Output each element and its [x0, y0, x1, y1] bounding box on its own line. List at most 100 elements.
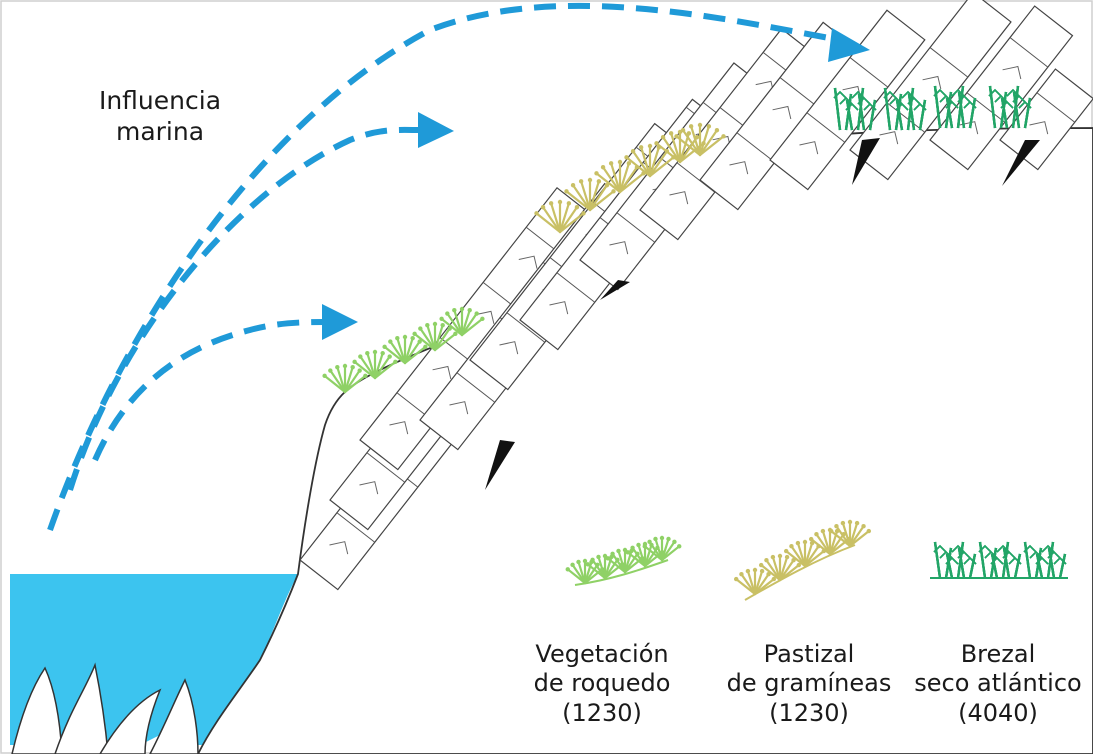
plant-stem: [366, 352, 377, 380]
legend-rock-tuft: [625, 541, 665, 568]
heath-stem: [968, 97, 977, 129]
plant-stem: [698, 135, 725, 157]
plant-stem: [753, 573, 770, 596]
heath-stem: [918, 99, 927, 131]
plant-tip: [425, 322, 430, 328]
heath-leaf: [1035, 556, 1049, 565]
plant-tip: [834, 523, 839, 529]
heath-leaf: [1029, 550, 1043, 559]
heath-stem: [957, 91, 966, 129]
plant-tip: [453, 331, 458, 337]
heath-stem: [895, 99, 904, 131]
plant-tip: [382, 344, 387, 350]
plant-stem: [353, 360, 377, 380]
plant-stem: [343, 366, 354, 394]
plant-stem: [426, 324, 437, 352]
plant-tip: [610, 551, 615, 557]
grassland-icon: [734, 519, 871, 601]
heath-shrub: [883, 87, 927, 131]
heath-leaf: [978, 544, 992, 553]
slab-joint: [1009, 37, 1049, 68]
plant-tip: [565, 567, 570, 572]
plant-stem: [690, 125, 702, 157]
heath-leaf: [889, 96, 903, 105]
title-line2: marina: [115, 116, 205, 146]
legend-rock-tuft: [642, 535, 682, 562]
plant-tip: [467, 307, 472, 313]
plant-stem: [453, 309, 464, 337]
plant-stem: [848, 529, 870, 548]
plant-stem: [580, 180, 592, 212]
title-line1: Influencia: [98, 86, 222, 115]
plant-stem: [625, 156, 652, 178]
plant-tip: [616, 548, 621, 554]
heath-stem: [988, 85, 997, 129]
rock-vegetation-tuft: [322, 363, 368, 394]
plant-stem: [670, 132, 682, 164]
slab-mark: [389, 421, 409, 435]
plant-stem: [848, 525, 865, 548]
plant-stem: [660, 545, 681, 562]
plant-tip: [581, 211, 586, 216]
plant-stem: [588, 184, 609, 212]
plant-tip: [440, 322, 445, 328]
legend-heath-shrub: [978, 541, 1022, 579]
heath-shrub: [933, 85, 977, 129]
arrow-head-icon: [418, 112, 454, 148]
plant-stem: [336, 366, 347, 394]
plant-tip: [418, 326, 423, 331]
slab-mark: [669, 191, 689, 205]
plant-tip: [630, 545, 635, 551]
legend-code: (1230): [769, 698, 849, 727]
plant-stem: [460, 309, 471, 337]
marine-influence-label: Influencia marina: [70, 86, 250, 147]
plant-tip: [432, 321, 438, 327]
heath-leaf: [1023, 544, 1037, 553]
plant-stem: [828, 533, 845, 556]
heath-stem: [933, 85, 942, 129]
slab-joint: [366, 452, 406, 483]
plant-stem: [588, 190, 615, 212]
heath-leaf: [913, 102, 927, 111]
plant-stem: [815, 533, 832, 556]
plant-tip: [608, 161, 614, 166]
plant-stem: [810, 537, 832, 556]
heath-leaf: [990, 556, 1004, 565]
heath-stem: [945, 553, 954, 579]
legend-rock-tuft: [565, 558, 605, 585]
slab-joint: [966, 92, 1006, 123]
plant-tip: [630, 149, 636, 154]
plant-stem: [618, 172, 645, 194]
legend-line1: Brezal: [960, 640, 1036, 668]
plant-tip: [566, 201, 572, 206]
plant-tip: [365, 350, 370, 356]
slab-joint: [336, 512, 376, 543]
plant-tip: [647, 143, 653, 149]
heath-leaf: [945, 556, 959, 565]
arrow-path-low: [92, 319, 326, 462]
plant-stem: [433, 324, 444, 352]
rock-vegetation-on-cliff: [322, 306, 485, 394]
legend-grassland: Pastizal de gramíneas (1230): [714, 640, 904, 728]
plant-stem: [735, 577, 757, 596]
heath-leaf: [1018, 100, 1032, 109]
slab-joint: [806, 112, 846, 143]
heath-leaf: [933, 88, 947, 97]
plant-stem: [558, 206, 579, 234]
plant-stem: [403, 337, 414, 365]
legend-heath: Brezal seco atlántico (4040): [903, 640, 1093, 728]
plant-stem: [796, 541, 807, 568]
arrow-heads: [322, 28, 870, 340]
plant-stem: [841, 521, 852, 548]
plant-tip: [784, 548, 789, 554]
slab-outline: [929, 5, 1074, 171]
plant-tip: [474, 311, 479, 316]
legend-rock-vegetation: Vegetación de roquedo (1230): [512, 640, 692, 728]
plant-stem: [343, 374, 367, 394]
plant-tip: [480, 316, 485, 322]
plant-tip: [625, 550, 630, 555]
plant-tip: [322, 373, 327, 379]
plant-tip: [594, 171, 599, 176]
plant-tip: [674, 134, 679, 139]
